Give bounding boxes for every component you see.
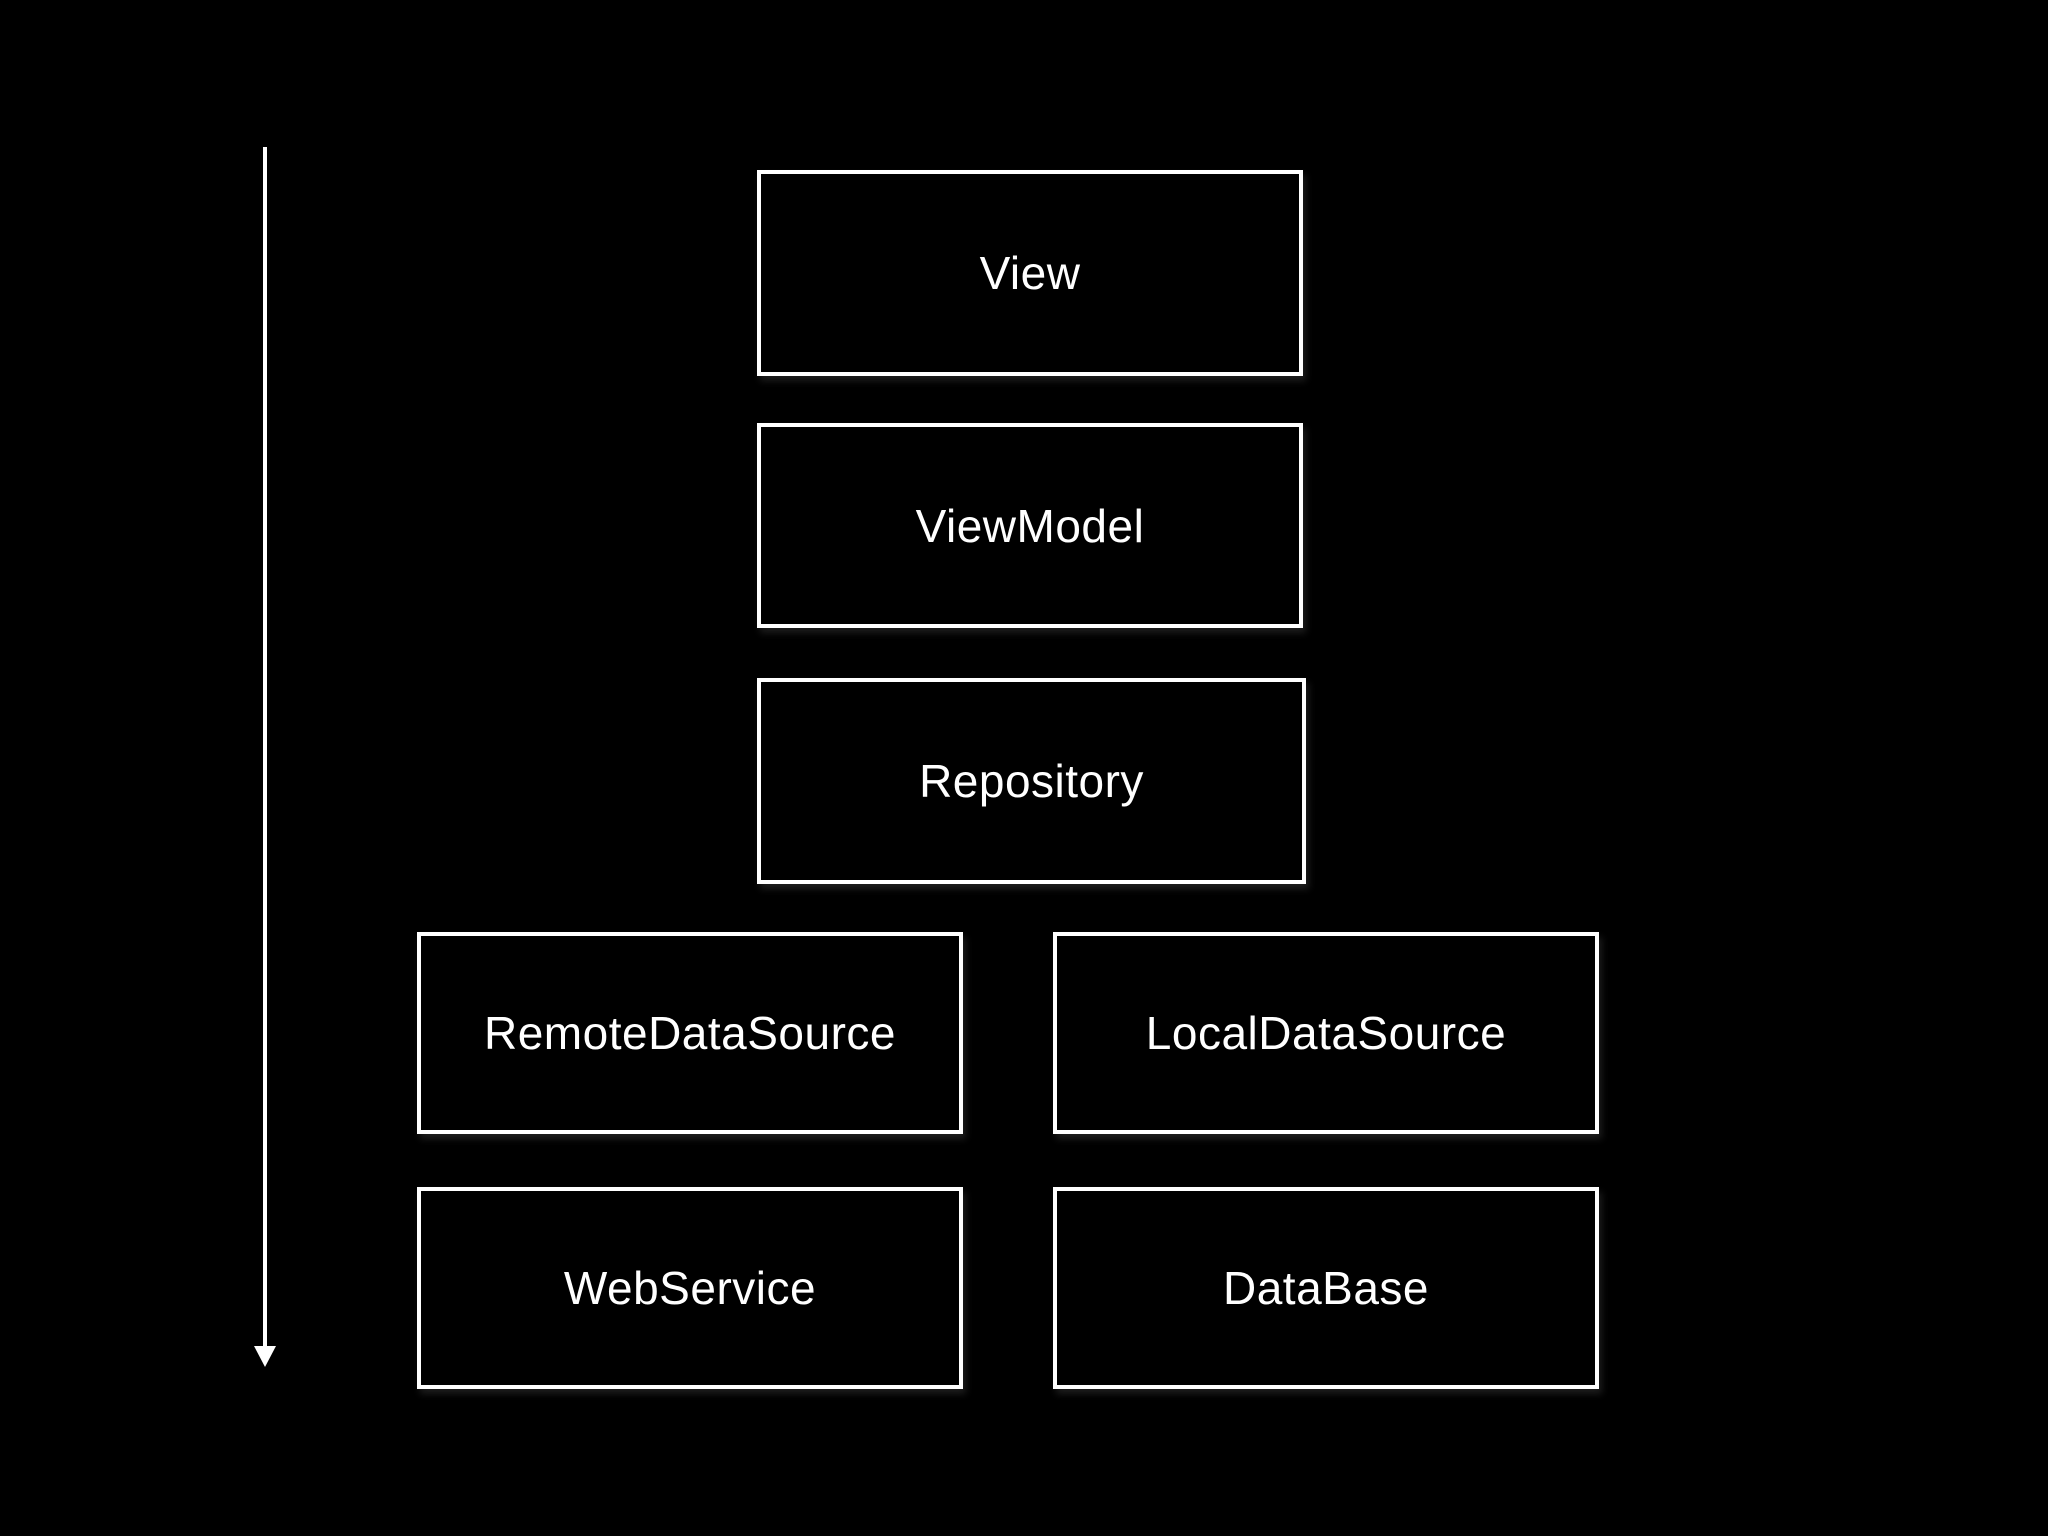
node-viewmodel: ViewModel xyxy=(757,423,1303,628)
node-remote-data-source: RemoteDataSource xyxy=(417,932,963,1134)
down-arrow-icon xyxy=(254,147,276,1367)
node-view: View xyxy=(757,170,1303,376)
node-remote-data-source-label: RemoteDataSource xyxy=(484,1007,896,1059)
node-database-label: DataBase xyxy=(1222,1262,1429,1314)
node-web-service: WebService xyxy=(417,1187,963,1389)
down-arrow-head xyxy=(254,1346,276,1367)
down-arrow-shaft xyxy=(263,147,267,1347)
node-local-data-source: LocalDataSource xyxy=(1053,932,1599,1134)
node-database: DataBase xyxy=(1053,1187,1599,1389)
node-local-data-source-label: LocalDataSource xyxy=(1145,1007,1507,1059)
node-viewmodel-label: ViewModel xyxy=(915,499,1145,552)
node-repository: Repository xyxy=(757,678,1306,884)
node-view-label: View xyxy=(979,247,1081,299)
node-repository-label: Repository xyxy=(919,755,1144,807)
node-web-service-label: WebService xyxy=(563,1262,817,1314)
